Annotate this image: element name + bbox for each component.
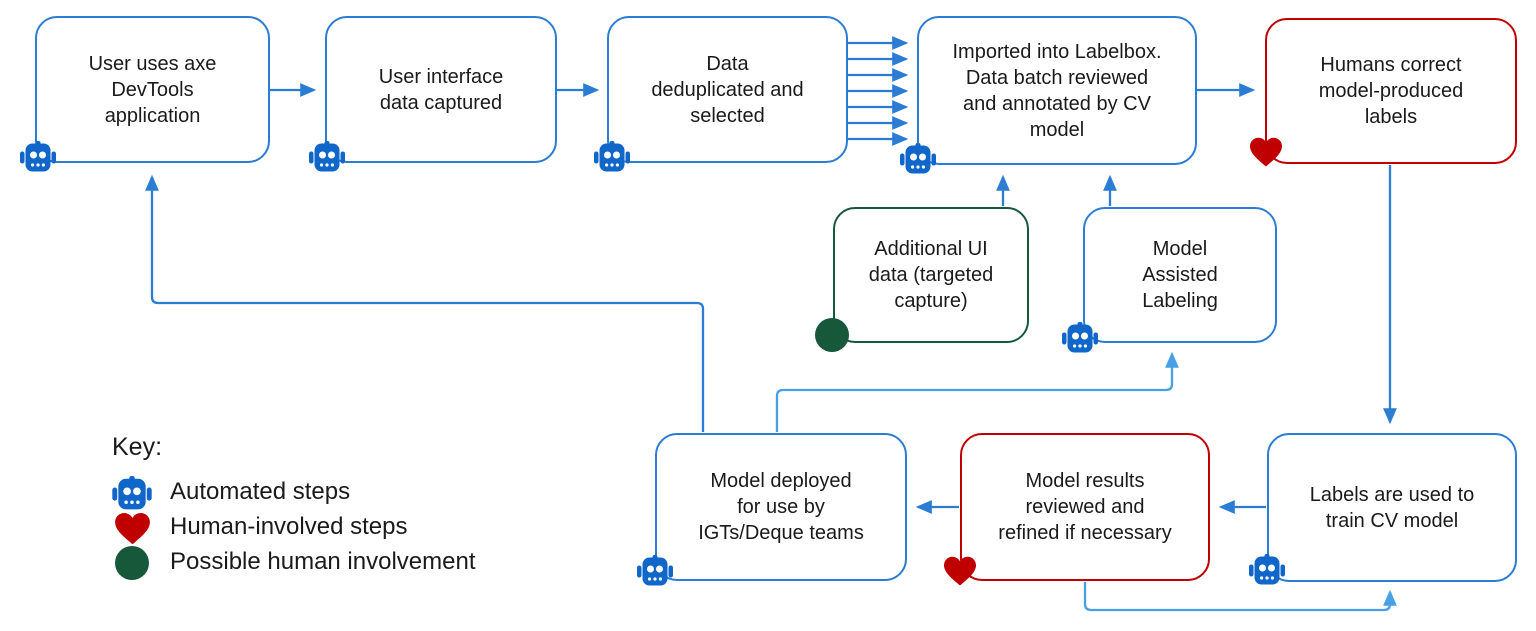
heart-icon [944,556,976,586]
flow-box-dedup: Data deduplicated and selected [607,16,848,163]
key-label-human-involved: Human-involved steps [170,513,408,540]
flow-box-labelbox: Imported into Labelbox. Data batch revie… [917,16,1197,165]
robot-icon [900,143,936,174]
robot-icon [1249,554,1285,585]
heart-icon [1250,137,1282,167]
flow-box-user-axe-label: User uses axe DevTools application [88,52,217,127]
robot-icon [1062,322,1098,353]
flow-box-ui-captured-label: User interface data captured [378,65,504,114]
flow-box-additional-ui-label: Additional UI data (targeted capture) [868,238,994,312]
flow-box-labels-train: Labels are used to train CV model [1267,433,1517,582]
edge-results-reviewed-to-labels-train-loop [1083,582,1397,612]
edge-deployed-to-model-assisted [775,351,1179,432]
key-label-possible-human: Possible human involvement [170,548,476,575]
key-title: Key: [112,433,163,461]
flow-box-labels-train-label: Labels are used to train CV model [1309,483,1475,532]
flow-box-results-reviewed-label: Model results reviewed and refined if ne… [998,470,1172,544]
flow-box-deployed: Model deployed for use by IGTs/Deque tea… [655,433,907,581]
key-label-automated: Automated steps [170,478,351,505]
green-circle-icon [115,546,149,580]
edge-deployed-to-user-axe [145,174,705,432]
robot-icon [112,476,152,510]
flow-box-model-assisted-label: Model Assisted Labeling [1142,238,1218,312]
flow-box-model-assisted: Model Assisted Labeling [1083,207,1277,343]
flow-box-deployed-label: Model deployed for use by IGTs/Deque tea… [698,470,864,544]
flow-box-ui-captured: User interface data captured [325,16,557,163]
robot-icon [637,555,673,586]
green-circle-icon [815,318,849,352]
flow-box-dedup-label: Data deduplicated and selected [651,52,804,127]
flow-box-humans-correct-label: Humans correct model-produced labels [1318,54,1464,128]
flow-box-user-axe: User uses axe DevTools application [35,16,270,163]
flow-box-results-reviewed: Model results reviewed and refined if ne… [960,433,1210,581]
flow-box-humans-correct: Humans correct model-produced labels [1265,18,1517,164]
flow-box-additional-ui: Additional UI data (targeted capture) [833,207,1029,343]
robot-icon [20,141,56,172]
robot-icon [594,141,630,172]
heart-icon [115,513,150,545]
flow-box-labelbox-label: Imported into Labelbox. Data batch revie… [952,40,1162,141]
robot-icon [309,141,345,172]
